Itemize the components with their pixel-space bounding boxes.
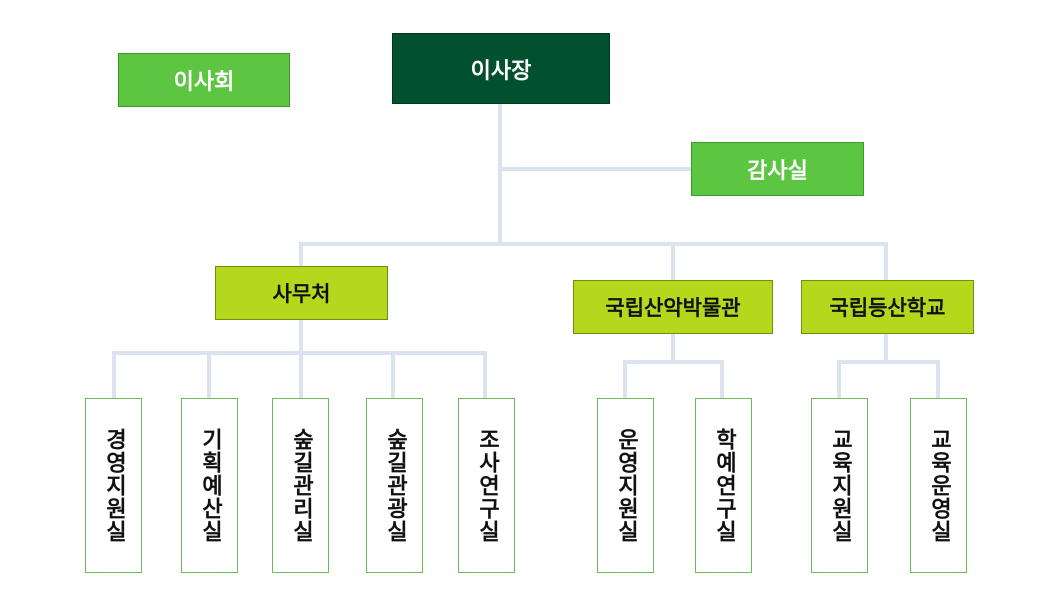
unit-label: 교육운영실 <box>926 428 952 543</box>
unit-label: 조사연구실 <box>474 428 500 543</box>
unit-management-support: 경영지원실 <box>85 398 142 573</box>
unit-curatorial-research: 학예연구실 <box>695 398 752 573</box>
unit-label: 교육지원실 <box>827 428 853 543</box>
unit-education-operations: 교육운영실 <box>910 398 967 573</box>
school-label: 국립등산학교 <box>829 296 946 320</box>
unit-label: 경영지원실 <box>101 428 127 543</box>
unit-operations-support: 운영지원실 <box>597 398 654 573</box>
museum-box: 국립산악박물관 <box>573 280 773 334</box>
secretariat-label: 사무처 <box>272 282 331 306</box>
audit-box: 감사실 <box>691 142 864 196</box>
unit-research: 조사연구실 <box>458 398 515 573</box>
unit-label: 기획예산실 <box>197 428 223 543</box>
unit-trail-management: 숲길관리실 <box>272 398 329 573</box>
unit-label: 운영지원실 <box>613 428 639 543</box>
board-label: 이사회 <box>173 70 235 95</box>
board-box: 이사회 <box>118 53 290 107</box>
unit-label: 학예연구실 <box>711 428 737 543</box>
unit-label: 숲길관광실 <box>382 428 408 543</box>
unit-education-support: 교육지원실 <box>811 398 868 573</box>
unit-label: 숲길관리실 <box>288 428 314 543</box>
museum-label: 국립산악박물관 <box>605 296 741 320</box>
chairman-label: 이사장 <box>470 58 532 84</box>
unit-trail-tourism: 숲길관광실 <box>366 398 423 573</box>
school-box: 국립등산학교 <box>801 280 974 334</box>
audit-label: 감사실 <box>747 159 808 184</box>
unit-planning-budget: 기획예산실 <box>181 398 238 573</box>
chairman-box: 이사장 <box>392 33 610 104</box>
secretariat-box: 사무처 <box>215 266 388 320</box>
